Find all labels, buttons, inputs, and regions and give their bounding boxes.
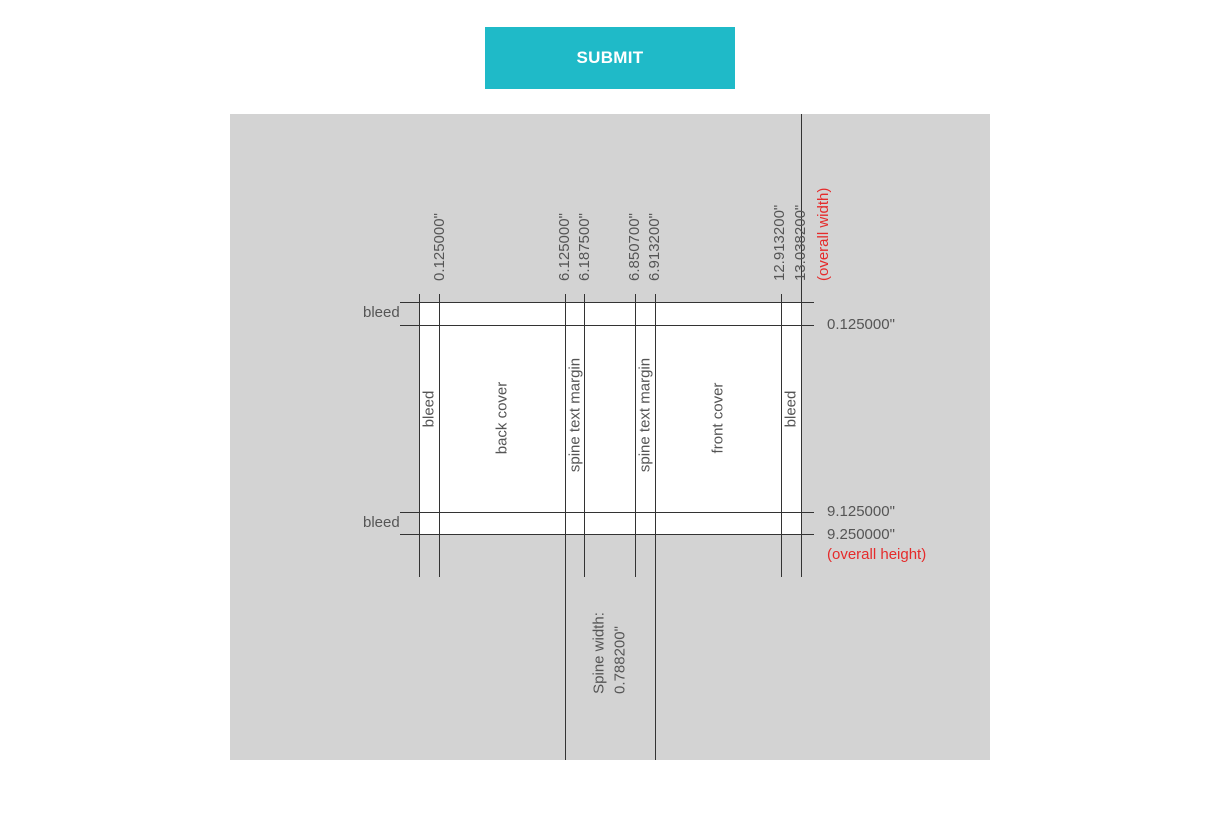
panel-label-back-cover: back cover <box>493 381 511 455</box>
measure-top-6: 13.038200" <box>792 204 809 281</box>
overall-height-label: (overall height) <box>827 546 927 563</box>
top-edge-line <box>400 302 814 303</box>
spine-right-line <box>655 294 656 760</box>
bottom-edge-line <box>400 534 814 535</box>
spine-left-line <box>565 294 566 760</box>
measure-top-0: 0.125000" <box>431 213 448 281</box>
panel-label-spine-margin-right: spine text margin <box>636 357 654 473</box>
measure-right-1: 9.125000" <box>827 503 895 520</box>
left-edge-line <box>419 294 420 577</box>
measure-top-4: 6.913200" <box>646 213 663 281</box>
spine-left-margin-line <box>584 294 585 577</box>
measure-top-1: 6.125000" <box>556 213 573 281</box>
panel-label-spine-margin-left: spine text margin <box>566 357 584 473</box>
book-cover-template-diagram: 0.125000" 6.125000" 6.187500" 6.850700" … <box>230 114 990 760</box>
bottom-bleed-line <box>400 512 814 513</box>
spine-right-margin-line <box>635 294 636 577</box>
top-bleed-line <box>400 325 814 326</box>
spine-width-label: Spine width: <box>590 612 608 694</box>
bleed-label-top: bleed <box>363 304 400 321</box>
panel-label-bleed-left: bleed <box>420 390 438 428</box>
panel-label-bleed-right: bleed <box>782 390 800 428</box>
measure-right-0: 0.125000" <box>827 316 895 333</box>
right-edge-line <box>801 114 802 577</box>
right-bleed-line <box>781 294 782 577</box>
overall-width-label: (overall width) <box>815 187 832 281</box>
measure-top-5: 12.913200" <box>771 204 788 281</box>
cover-area <box>419 302 801 534</box>
left-bleed-line <box>439 294 440 577</box>
submit-button[interactable]: SUBMIT <box>485 27 735 89</box>
bleed-label-bottom: bleed <box>363 514 400 531</box>
spine-width-value: 0.788200" <box>611 626 629 694</box>
measure-right-2: 9.250000" <box>827 526 895 543</box>
panel-label-front-cover: front cover <box>709 382 727 454</box>
measure-top-2: 6.187500" <box>576 213 593 281</box>
measure-top-3: 6.850700" <box>626 213 643 281</box>
